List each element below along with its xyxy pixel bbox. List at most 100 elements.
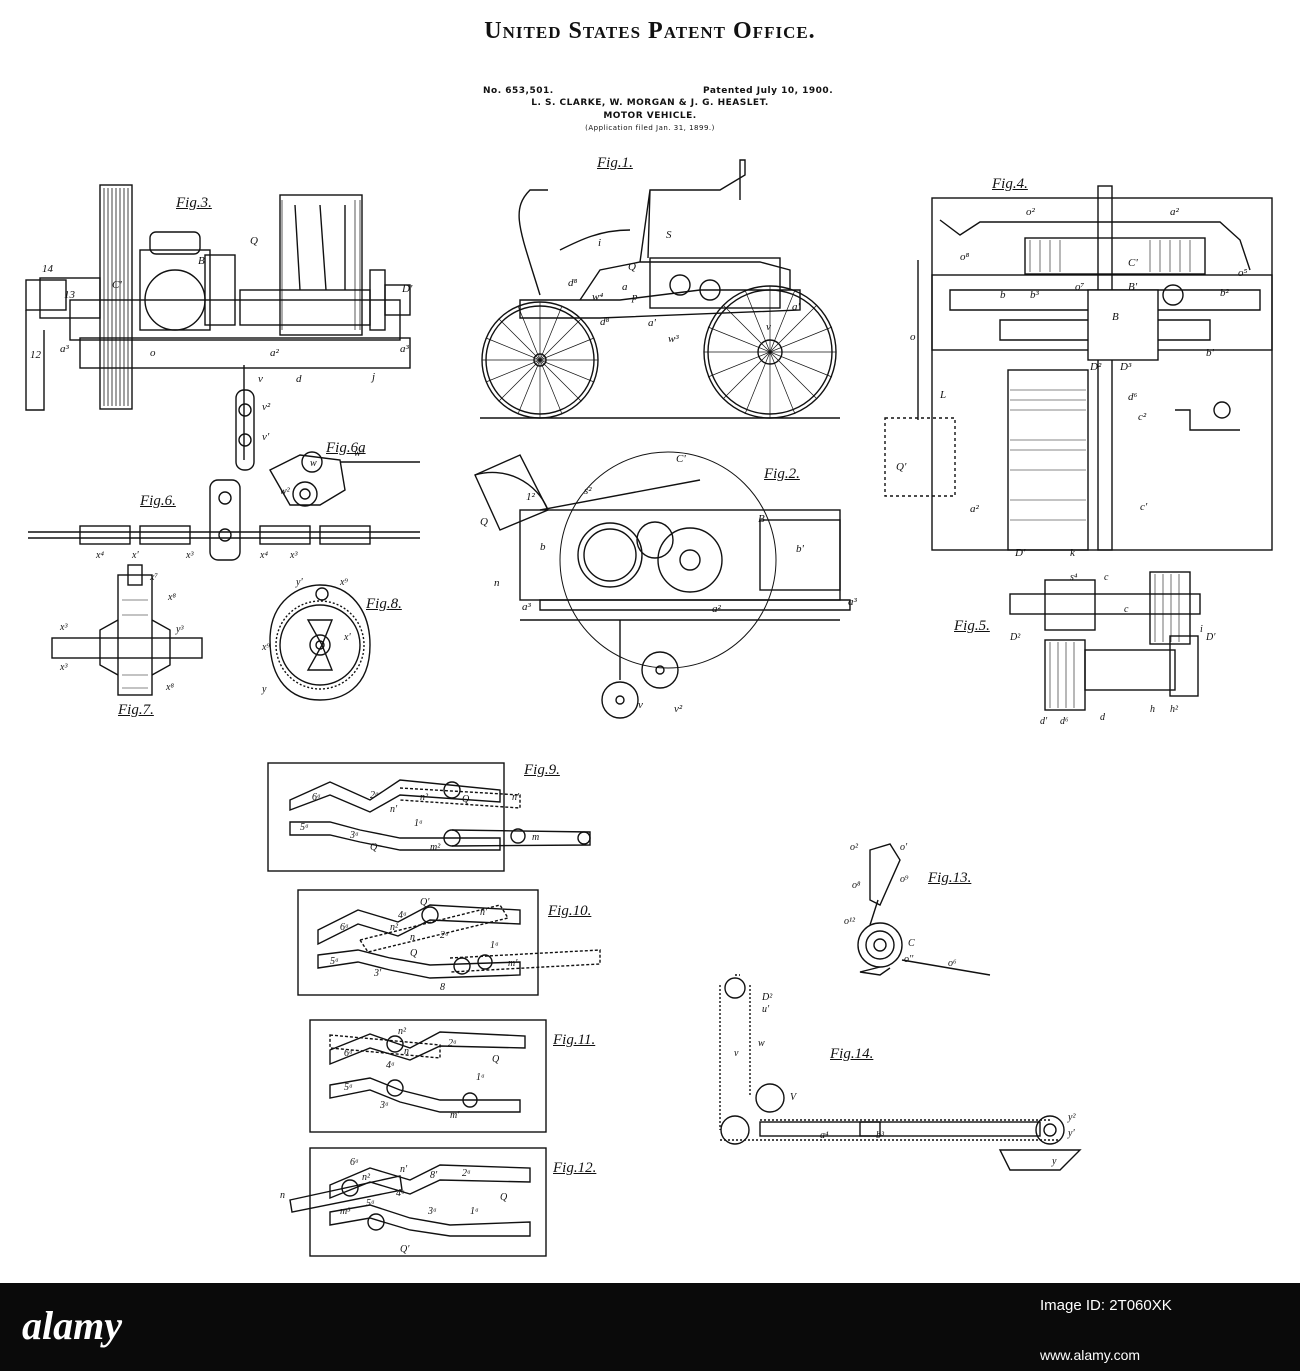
svg-text:n: n: [404, 1046, 409, 1057]
svg-text:b': b': [1206, 347, 1215, 359]
svg-text:u': u': [762, 1004, 770, 1015]
svg-text:w⁴: w⁴: [592, 291, 603, 303]
stock-url[interactable]: www.alamy.com: [1040, 1347, 1140, 1363]
svg-text:c: c: [1104, 572, 1109, 583]
svg-text:3ᵃ: 3ᵃ: [427, 1206, 437, 1217]
svg-text:h: h: [1150, 704, 1155, 715]
svg-text:C': C': [676, 453, 686, 465]
svg-text:1ᵃ: 1ᵃ: [470, 1206, 479, 1217]
svg-text:b': b': [796, 543, 805, 555]
svg-text:6ᵃ: 6ᵃ: [312, 792, 321, 803]
fig8-drawing: x⁹ y' x⁹ y x': [261, 577, 370, 700]
svg-text:D': D': [401, 283, 413, 295]
svg-text:1ᵃ: 1ᵃ: [490, 940, 499, 951]
svg-text:x⁹: x⁹: [339, 577, 348, 588]
svg-text:x³: x³: [185, 550, 194, 561]
svg-text:D³: D³: [1119, 361, 1132, 373]
svg-text:o⁸: o⁸: [960, 251, 970, 263]
svg-text:B: B: [198, 255, 205, 267]
svg-text:n²: n²: [420, 792, 429, 803]
svg-text:s²: s²: [584, 485, 592, 497]
svg-text:n²: n²: [398, 1026, 407, 1037]
svg-text:o⁹: o⁹: [900, 874, 909, 885]
svg-text:i: i: [598, 237, 601, 249]
svg-text:Q: Q: [370, 842, 378, 853]
fig6a-drawing: w³ww²: [270, 448, 420, 506]
patent-drawings: 141312 C'BQ a³oa² dja³ D'vv² v': [0, 0, 1300, 1283]
svg-text:Q: Q: [628, 261, 636, 273]
svg-text:c²: c²: [1138, 411, 1147, 423]
svg-text:w³: w³: [354, 448, 365, 459]
svg-text:Q': Q': [420, 897, 430, 908]
svg-text:S: S: [666, 229, 672, 241]
svg-text:d⁶: d⁶: [1128, 391, 1138, 403]
svg-text:i: i: [1200, 624, 1203, 635]
svg-text:5ᵃ: 5ᵃ: [366, 1198, 375, 1209]
fig5-drawing: s⁴cc D²iD' d'd⁶d hh²: [1009, 572, 1216, 727]
svg-text:8': 8': [430, 1170, 438, 1181]
svg-text:o²: o²: [850, 842, 859, 853]
svg-text:5ᵃ: 5ᵃ: [300, 822, 309, 833]
svg-text:x⁹: x⁹: [261, 642, 270, 653]
svg-text:d': d': [1040, 716, 1048, 727]
svg-text:Q': Q': [400, 1244, 410, 1255]
svg-text:D²: D²: [761, 992, 773, 1003]
svg-text:13: 13: [64, 289, 76, 301]
svg-text:a²: a²: [1170, 206, 1180, 218]
svg-text:o'': o'': [904, 954, 914, 965]
svg-text:Q: Q: [480, 516, 488, 528]
fig7-drawing: x⁷x⁸x³ y³x³x⁸: [52, 565, 202, 695]
svg-text:v: v: [258, 373, 263, 385]
svg-text:y: y: [1051, 1156, 1057, 1167]
fig14-drawing: D²u'v wVa⁴ b³y²y' y: [720, 975, 1080, 1170]
svg-text:4ᵃ: 4ᵃ: [396, 1188, 405, 1199]
svg-text:B: B: [758, 513, 765, 525]
fig13-drawing: o²o'o⁸ o⁹o¹²C o''o⁶: [844, 842, 990, 975]
svg-text:n': n': [480, 907, 488, 918]
fig9-drawing: 6ᵃ2ᵃn² n'Qn' 5ᵃ3ᵃ1ᵃ Qm²m: [268, 763, 590, 871]
svg-text:x⁴: x⁴: [259, 550, 268, 561]
fig1-drawing: SiQ ad⁸w⁴ pd⁸a' w³va': [480, 160, 840, 418]
svg-text:n: n: [280, 1190, 285, 1201]
svg-text:b³: b³: [876, 1130, 885, 1141]
svg-text:o: o: [150, 347, 156, 359]
svg-text:8: 8: [440, 982, 445, 993]
svg-text:d⁸: d⁸: [568, 277, 578, 289]
svg-text:j: j: [370, 371, 375, 383]
svg-text:m': m': [508, 958, 518, 969]
svg-text:a³: a³: [522, 601, 532, 613]
svg-text:x³: x³: [289, 550, 298, 561]
fig6-drawing: x⁴x'x³ x⁴x³: [28, 480, 420, 561]
svg-text:x⁴: x⁴: [95, 550, 104, 561]
svg-text:2ᵃ: 2ᵃ: [370, 790, 379, 801]
svg-text:x³: x³: [59, 662, 68, 673]
svg-text:y: y: [261, 684, 267, 695]
svg-text:C': C': [1128, 257, 1138, 269]
svg-text:v: v: [734, 1048, 739, 1059]
svg-text:w: w: [310, 458, 317, 469]
svg-text:o⁷: o⁷: [1075, 281, 1085, 293]
image-id: Image ID: 2T060XK: [1040, 1297, 1280, 1314]
svg-text:x': x': [343, 632, 351, 643]
svg-text:D²: D²: [1009, 632, 1021, 643]
svg-text:o⁸: o⁸: [852, 880, 861, 891]
svg-text:C: C: [908, 938, 915, 949]
svg-text:v: v: [638, 699, 643, 711]
svg-text:b: b: [540, 541, 546, 553]
fig11-drawing: 6ᵃn²n 2ᵃ4ᵃQ 5ᵃ3ᵃ1ᵃ m': [310, 1020, 546, 1132]
svg-text:x⁸: x⁸: [167, 592, 176, 603]
svg-text:a²: a²: [270, 347, 280, 359]
svg-text:d: d: [296, 373, 302, 385]
svg-text:Q: Q: [500, 1192, 508, 1203]
svg-text:a: a: [622, 281, 628, 293]
svg-text:2ᵃ: 2ᵃ: [462, 1168, 471, 1179]
svg-text:y': y': [295, 577, 303, 588]
fig10-drawing: 6ᵃ4ᵃQ' n'n²n 2ᵃ5ᵃ3' Q1ᵃm' 8: [298, 890, 600, 995]
stock-photo-bar: alamy Image ID: 2T060XK www.alamy.com: [0, 1283, 1300, 1371]
svg-text:a': a': [792, 301, 801, 313]
svg-text:1ᵃ: 1ᵃ: [414, 818, 423, 829]
svg-text:o': o': [900, 842, 908, 853]
svg-text:Q: Q: [410, 948, 418, 959]
svg-text:n: n: [410, 932, 415, 943]
patent-sheet: United States Patent Office. No. 653,501…: [0, 0, 1300, 1283]
